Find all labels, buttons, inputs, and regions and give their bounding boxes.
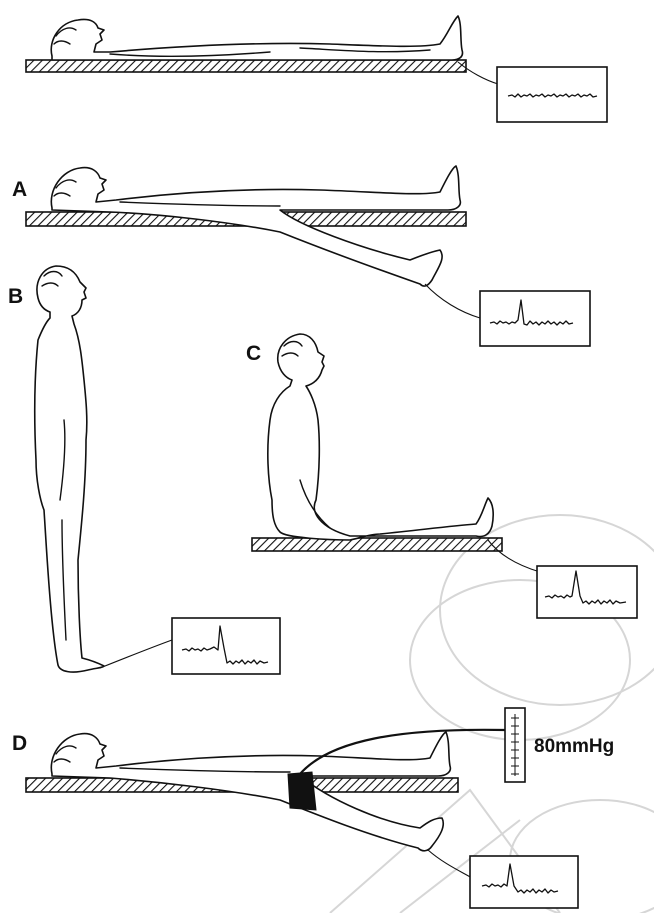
baseline-panel — [26, 16, 607, 122]
table-c — [252, 538, 502, 551]
panel-b: B — [8, 266, 280, 674]
gauge-reading: 80mmHg — [534, 736, 614, 757]
standing-figure-b — [35, 266, 104, 672]
pressure-gauge — [505, 708, 525, 782]
pressure-cuff — [288, 772, 316, 810]
panel-c: C — [246, 334, 637, 618]
panel-c-label: C — [246, 342, 261, 365]
table-baseline — [26, 60, 466, 72]
panel-b-label: B — [8, 285, 23, 308]
panel-d: D 80mmHg — [12, 708, 614, 908]
emg-box-a — [480, 291, 590, 346]
panel-d-label: D — [12, 732, 27, 755]
panel-a-label: A — [12, 178, 27, 201]
emg-box-b — [172, 618, 280, 674]
emg-box-c — [537, 566, 637, 618]
supine-figure-baseline — [51, 16, 462, 60]
panel-a: A — [12, 166, 590, 346]
emg-box-d — [470, 856, 578, 908]
sitting-figure-c — [268, 334, 493, 540]
